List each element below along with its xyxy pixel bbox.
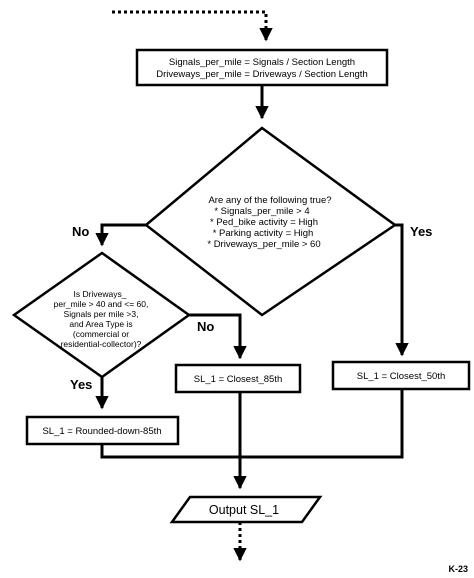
incoming-dotted-connector bbox=[112, 10, 273, 42]
main-decision-line-2: * Signals_per_mile > 4 bbox=[214, 206, 309, 217]
output-parallelogram bbox=[169, 495, 323, 524]
left-no-connector bbox=[189, 313, 247, 360]
main-yes-label: Yes bbox=[410, 224, 432, 239]
left-decision-line-1: Is Driveways_ bbox=[74, 289, 127, 299]
left-decision-line-5: (commercial or bbox=[73, 329, 129, 339]
closest-50th-box bbox=[331, 360, 471, 391]
left-decision-line-2: per_mile > 40 and <= 60, bbox=[54, 299, 149, 309]
main-decision-line-4: * Parking activity = High bbox=[213, 228, 314, 239]
calc-line-2: Driveways_per_mile = Driveways / Section… bbox=[156, 69, 367, 80]
left-decision-line-4: and Area Type is bbox=[69, 319, 132, 329]
left-yes-label: Yes bbox=[70, 377, 92, 392]
main-decision-line-5: * Driveways_per_mile > 60 bbox=[207, 239, 320, 250]
closest-50th-merge-connector bbox=[240, 389, 404, 459]
main-decision-line-1: Are any of the following true? bbox=[208, 195, 331, 206]
closest-85th-text: SL_1 = Closest_85th bbox=[194, 374, 282, 385]
left-decision-line-6: residential-collector)? bbox=[61, 339, 142, 349]
calc-line-1: Signals_per_mile = Signals / Section Len… bbox=[169, 57, 355, 68]
page-number: K-23 bbox=[448, 564, 468, 574]
main-decision-line-3: * Ped_bike activity = High bbox=[210, 217, 318, 228]
left-decision-line-3: Signals per mile >3, bbox=[64, 309, 139, 319]
rounded-down-merge-connector bbox=[100, 444, 240, 459]
closest-85th-box bbox=[174, 363, 302, 394]
left-no-label: No bbox=[197, 319, 214, 334]
main-decision-diamond bbox=[144, 126, 398, 317]
output-label: Output SL_1 bbox=[209, 503, 279, 517]
main-yes-connector bbox=[395, 223, 409, 357]
closest-50th-text: SL_1 = Closest_50th bbox=[357, 371, 445, 382]
main-no-connector bbox=[95, 223, 146, 247]
rounded-down-85th-text: SL_1 = Rounded-down-85th bbox=[42, 426, 161, 437]
main-no-label: No bbox=[72, 224, 89, 239]
